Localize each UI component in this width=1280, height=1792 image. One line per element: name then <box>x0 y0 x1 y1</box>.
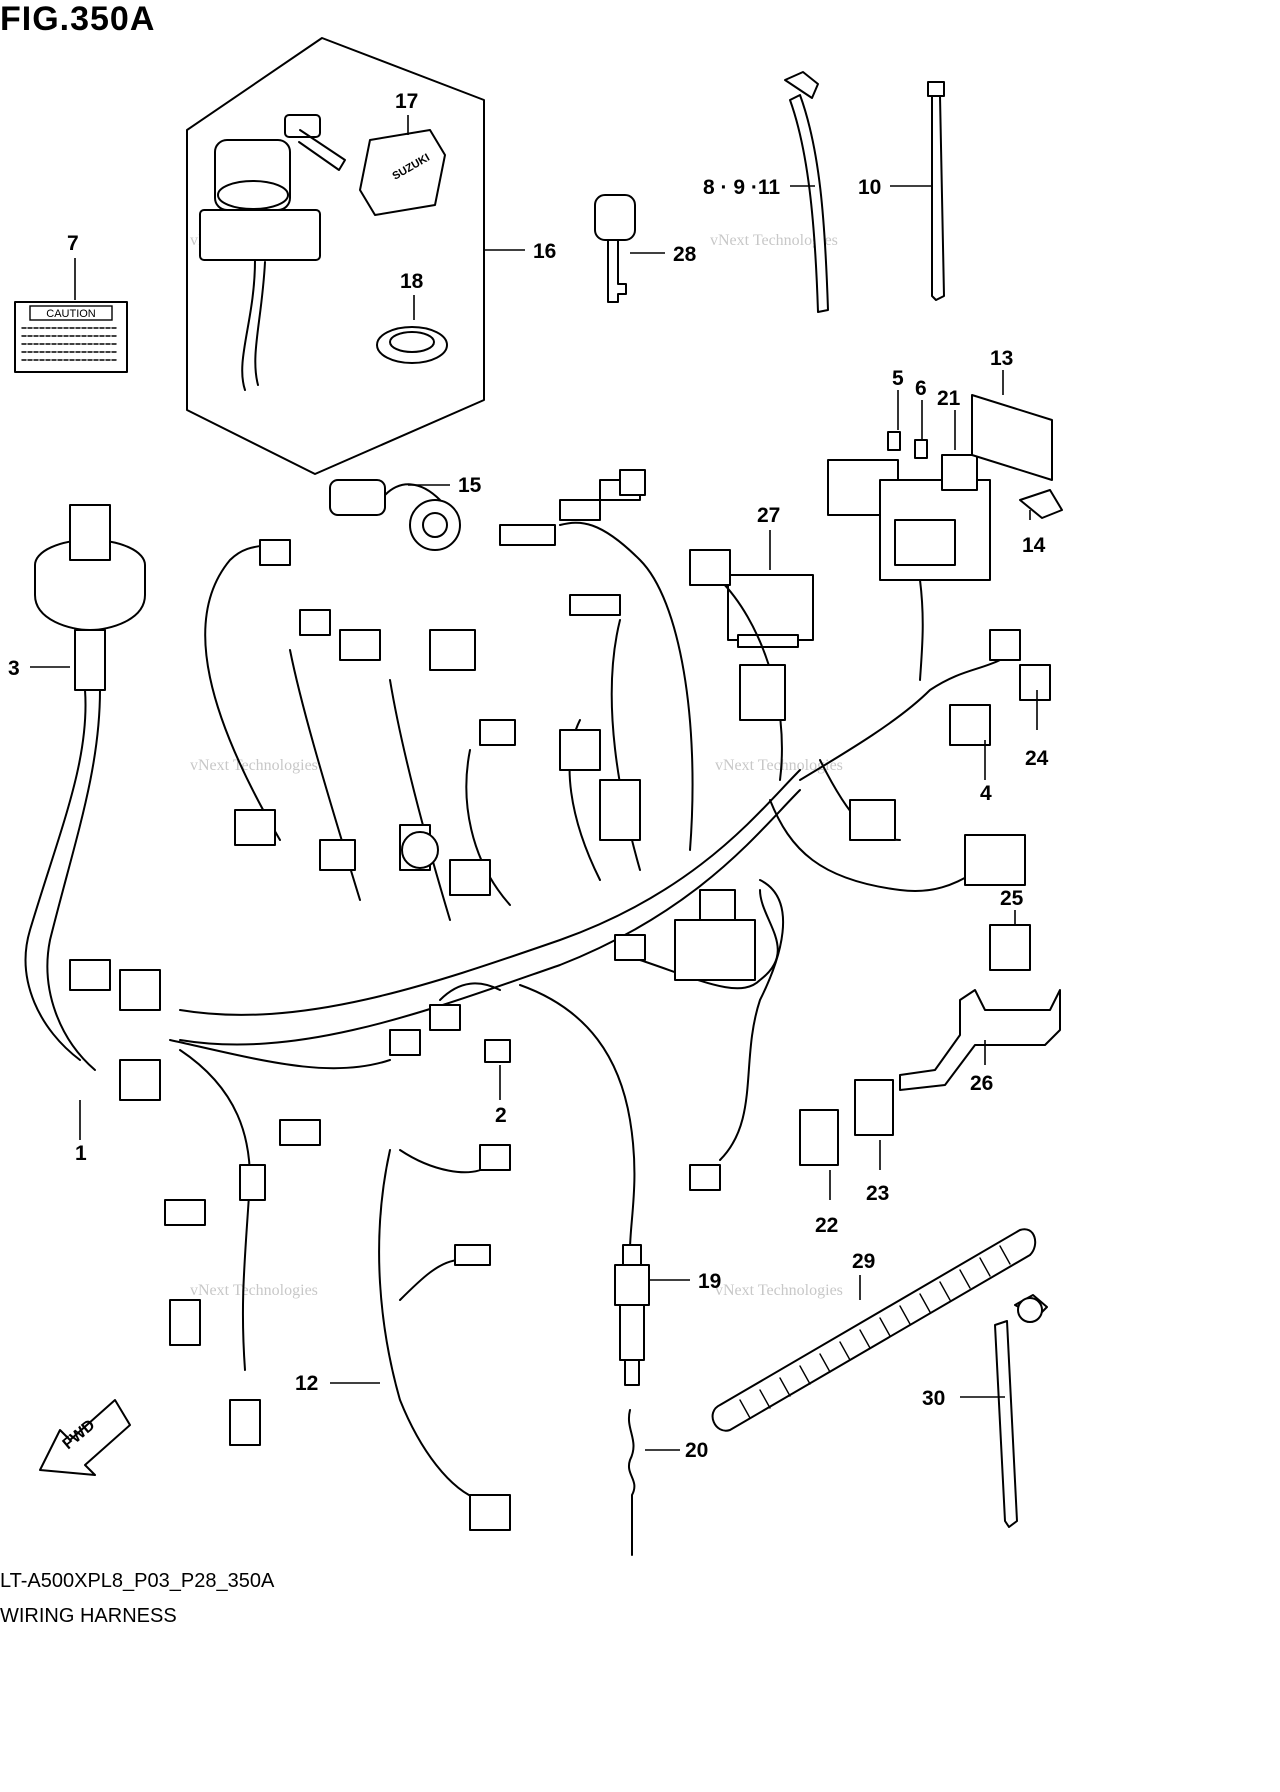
callout-18: 18 <box>400 270 424 293</box>
svg-text:CAUTION: CAUTION <box>46 308 96 320</box>
key <box>594 194 636 303</box>
callout-23: 23 <box>866 1182 889 1205</box>
svg-text:vNext Technologies: vNext Technologies <box>715 1282 843 1299</box>
connector-covers <box>484 924 1061 1166</box>
callout-19: 19 <box>698 1270 721 1293</box>
callout-17: 17 <box>395 90 418 113</box>
corrugated-tube <box>711 1228 1037 1432</box>
sub-harness-12 <box>378 1144 511 1531</box>
cable-ties <box>784 71 1048 1528</box>
callout-24: 24 <box>1025 747 1049 770</box>
callout-14: 14 <box>1022 534 1046 557</box>
svg-text:vNext Technologies: vNext Technologies <box>710 232 838 249</box>
ignition-switch-box: SUZUKI <box>186 37 485 475</box>
callout-20: 20 <box>685 1439 708 1462</box>
callout-13: 13 <box>990 347 1013 370</box>
callout-12: 12 <box>295 1372 318 1395</box>
callout-29: 29 <box>852 1250 875 1273</box>
callout-8-9-11: 8 · 9 ·11 <box>703 176 780 199</box>
callout-6: 6 <box>915 377 927 400</box>
callout-10: 10 <box>858 176 881 199</box>
callout-28: 28 <box>673 243 697 266</box>
callout-3: 3 <box>8 657 20 680</box>
svg-text:vNext Technologies: vNext Technologies <box>190 757 318 774</box>
callout-16: 16 <box>533 240 556 263</box>
main-harness <box>24 469 1051 1446</box>
fwd-arrow: FWD <box>39 1399 131 1476</box>
spring <box>627 1409 636 1556</box>
svg-text:vNext Technologies: vNext Technologies <box>715 757 843 774</box>
callout-2: 2 <box>495 1104 507 1127</box>
caution-label: CAUTION <box>14 301 128 373</box>
svg-text:vNext Technologies: vNext Technologies <box>190 1282 318 1299</box>
callout-15: 15 <box>458 474 482 497</box>
fuse-box-assembly <box>727 394 1063 681</box>
callouts: 1 2 3 4 5 6 7 8 · 9 ·11 10 12 13 14 15 1… <box>8 90 1049 1462</box>
oxygen-sensor <box>614 1244 650 1386</box>
callout-4: 4 <box>980 782 992 805</box>
figure-code: LT-A500XPL8_P03_P28_350A <box>0 1570 275 1592</box>
callout-27: 27 <box>757 504 780 527</box>
switch-part-15 <box>329 479 461 551</box>
lead-wire <box>34 504 146 691</box>
callout-30: 30 <box>922 1387 945 1410</box>
page-title: FIG.350A <box>0 0 156 38</box>
figure-name: WIRING HARNESS <box>0 1605 177 1627</box>
callout-5: 5 <box>892 367 904 390</box>
callout-7: 7 <box>67 232 79 255</box>
callout-1: 1 <box>75 1142 87 1165</box>
callout-26: 26 <box>970 1072 993 1095</box>
callout-21: 21 <box>937 387 961 410</box>
callout-25: 25 <box>1000 887 1024 910</box>
callout-22: 22 <box>815 1214 838 1237</box>
